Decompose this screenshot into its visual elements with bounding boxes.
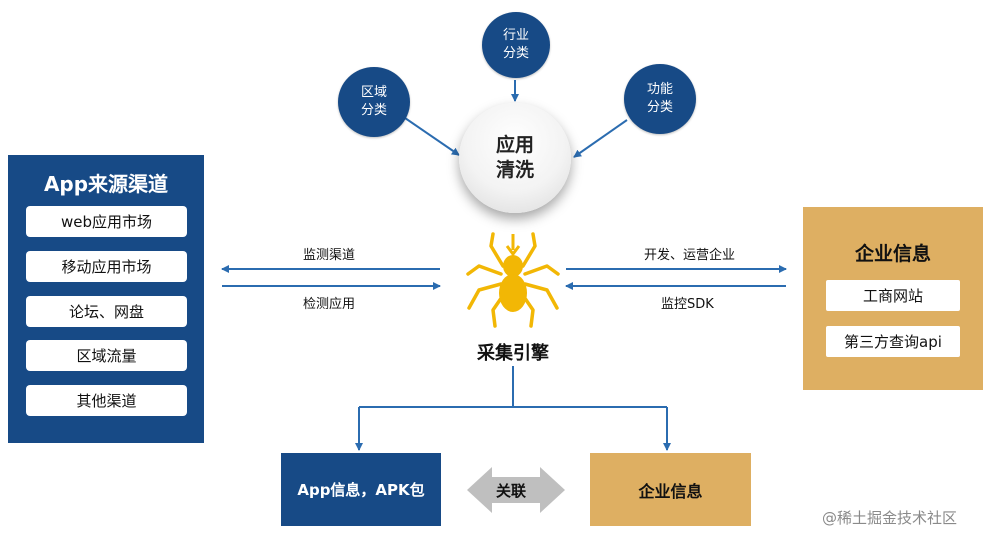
enterprise-info-box: 企业信息 (590, 453, 751, 526)
watermark-text: @稀土掘金技术社区 (822, 509, 958, 527)
label-dev-ops-company: 开发、运营企业 (644, 248, 736, 263)
enterprise-item-third-party-api: 第三方查询api (826, 326, 960, 357)
label-monitor-channel: 监测渠道 (303, 248, 356, 263)
link-double-arrow (467, 467, 565, 513)
enterprise-item-business-site: 工商网站 (826, 280, 960, 311)
industry-category-label: 行业 分类 (502, 28, 529, 61)
app-cleaning-label: 应用 清洗 (495, 134, 534, 181)
arrow-region-to-center (404, 117, 460, 156)
source-item-forum-netdisk: 论坛、网盘 (26, 296, 187, 327)
spider-icon (466, 232, 560, 328)
app-source-title: App来源渠道 (43, 172, 169, 196)
source-item-regional-traffic: 区域流量 (26, 340, 187, 371)
label-monitor-sdk: 监控SDK (661, 297, 714, 312)
source-item-other-channels: 其他渠道 (26, 385, 187, 416)
app-info-apk-box: App信息，APK包 (281, 453, 441, 526)
enterprise-info-title: 企业信息 (854, 243, 931, 265)
enterprise-info-panel: 企业信息 工商网站 第三方查询api (803, 207, 983, 390)
link-label: 关联 (496, 482, 527, 500)
region-category-circle: 区域 分类 (338, 67, 410, 137)
app-source-panel: App来源渠道 web应用市场 移动应用市场 论坛、网盘 区域流量 其他渠道 (8, 155, 204, 443)
industry-category-circle: 行业 分类 (482, 12, 550, 78)
function-category-label: 功能 分类 (646, 82, 673, 115)
app-cleaning-circle: 应用 清洗 (459, 103, 571, 213)
region-category-label: 区域 分类 (360, 85, 387, 118)
function-category-circle: 功能 分类 (624, 64, 696, 134)
source-item-mobile-market: 移动应用市场 (26, 251, 187, 282)
collection-engine-label: 采集引擎 (477, 343, 549, 364)
source-item-web-market: web应用市场 (26, 206, 187, 237)
label-detect-app: 检测应用 (303, 297, 356, 312)
arrow-function-to-center (573, 119, 628, 158)
